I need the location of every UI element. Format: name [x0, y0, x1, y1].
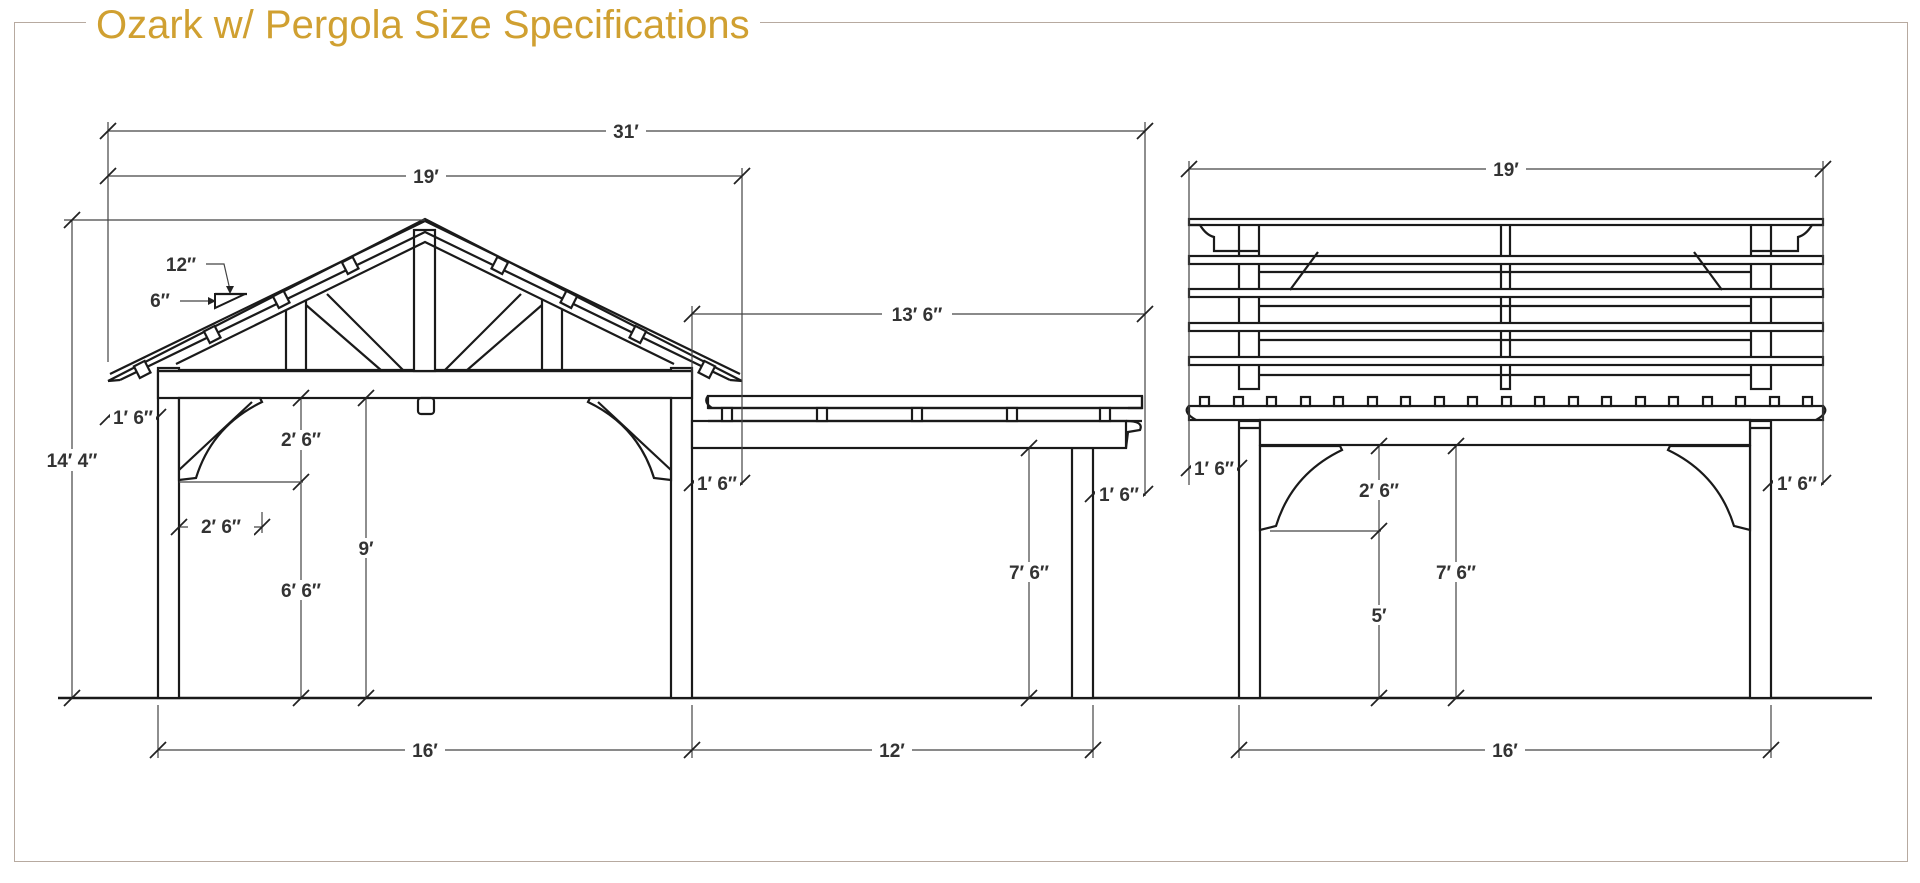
- pergola-left-brace: [1258, 444, 1344, 532]
- pavilion-post-span-label: 16′: [412, 741, 438, 762]
- pergola-roof-width-label: 19′: [1493, 160, 1519, 181]
- overall-width-label: 31′: [613, 122, 639, 143]
- pavilion-roof-width-label: 19′: [413, 167, 439, 188]
- pergola-right-brace: [1666, 444, 1752, 532]
- eave-height-label: 9′: [358, 539, 374, 560]
- middle-span-label: 12′: [879, 741, 905, 762]
- page-title: Ozark w/ Pergola Size Specifications: [86, 0, 760, 50]
- pitch-run-label: 12″: [166, 255, 196, 276]
- middle-overhang-left-label: 1′ 6″: [697, 474, 737, 495]
- pergola-extension-elevation: [690, 394, 1144, 700]
- pavilion-truss: [179, 228, 671, 416]
- pavilion-elevation: [107, 217, 743, 700]
- roof-pitch-triangle: [214, 293, 246, 310]
- dimension-labels: 31′ 19′ 13′ 6″ 19′ 14′ 4″ 12″ 6″ 1′ 6″ 2…: [38, 121, 1821, 762]
- pavilion-roof: [107, 217, 743, 383]
- pavilion-right-brace: [586, 396, 673, 482]
- pergola-overhang-right-label: 1′ 6″: [1777, 474, 1817, 495]
- middle-post-height-label: 7′ 6″: [1009, 563, 1049, 584]
- pergola-post-span-label: 16′: [1492, 741, 1518, 762]
- drawing-frame: [14, 22, 1908, 862]
- pergola-rafter-ends: [1198, 395, 1814, 408]
- pergola-clearance-label: 5′: [1371, 606, 1387, 627]
- pergola-main-beam: [1187, 404, 1825, 422]
- pergola-brace-height-label: 2′ 6″: [1359, 481, 1399, 502]
- total-height-label: 14′ 4″: [47, 451, 98, 472]
- pergola-post-height-label: 7′ 6″: [1436, 563, 1476, 584]
- pavilion-overhang-label: 1′ 6″: [113, 408, 153, 429]
- pergola-end-elevation: [1185, 217, 1827, 700]
- beam-clearance-label: 6′ 6″: [281, 581, 321, 602]
- pavilion-right-post: [669, 366, 694, 700]
- pavilion-header-beam: [156, 369, 694, 400]
- pergola-right-post: [1748, 419, 1773, 700]
- pergola-left-post: [1237, 419, 1262, 700]
- extension-width-label: 13′ 6″: [892, 305, 943, 326]
- pavilion-left-post: [156, 366, 181, 700]
- pitch-rise-label: 6″: [150, 291, 170, 312]
- extension-beam: [690, 419, 1128, 450]
- brace-width-label: 2′ 6″: [201, 517, 241, 538]
- pavilion-left-brace: [177, 396, 264, 482]
- pergola-overhang-left-label: 1′ 6″: [1194, 459, 1234, 480]
- extension-rafter: [706, 394, 1144, 410]
- extension-end-post: [1070, 446, 1095, 700]
- brace-height-label: 2′ 6″: [281, 430, 321, 451]
- middle-overhang-right-label: 1′ 6″: [1099, 485, 1139, 506]
